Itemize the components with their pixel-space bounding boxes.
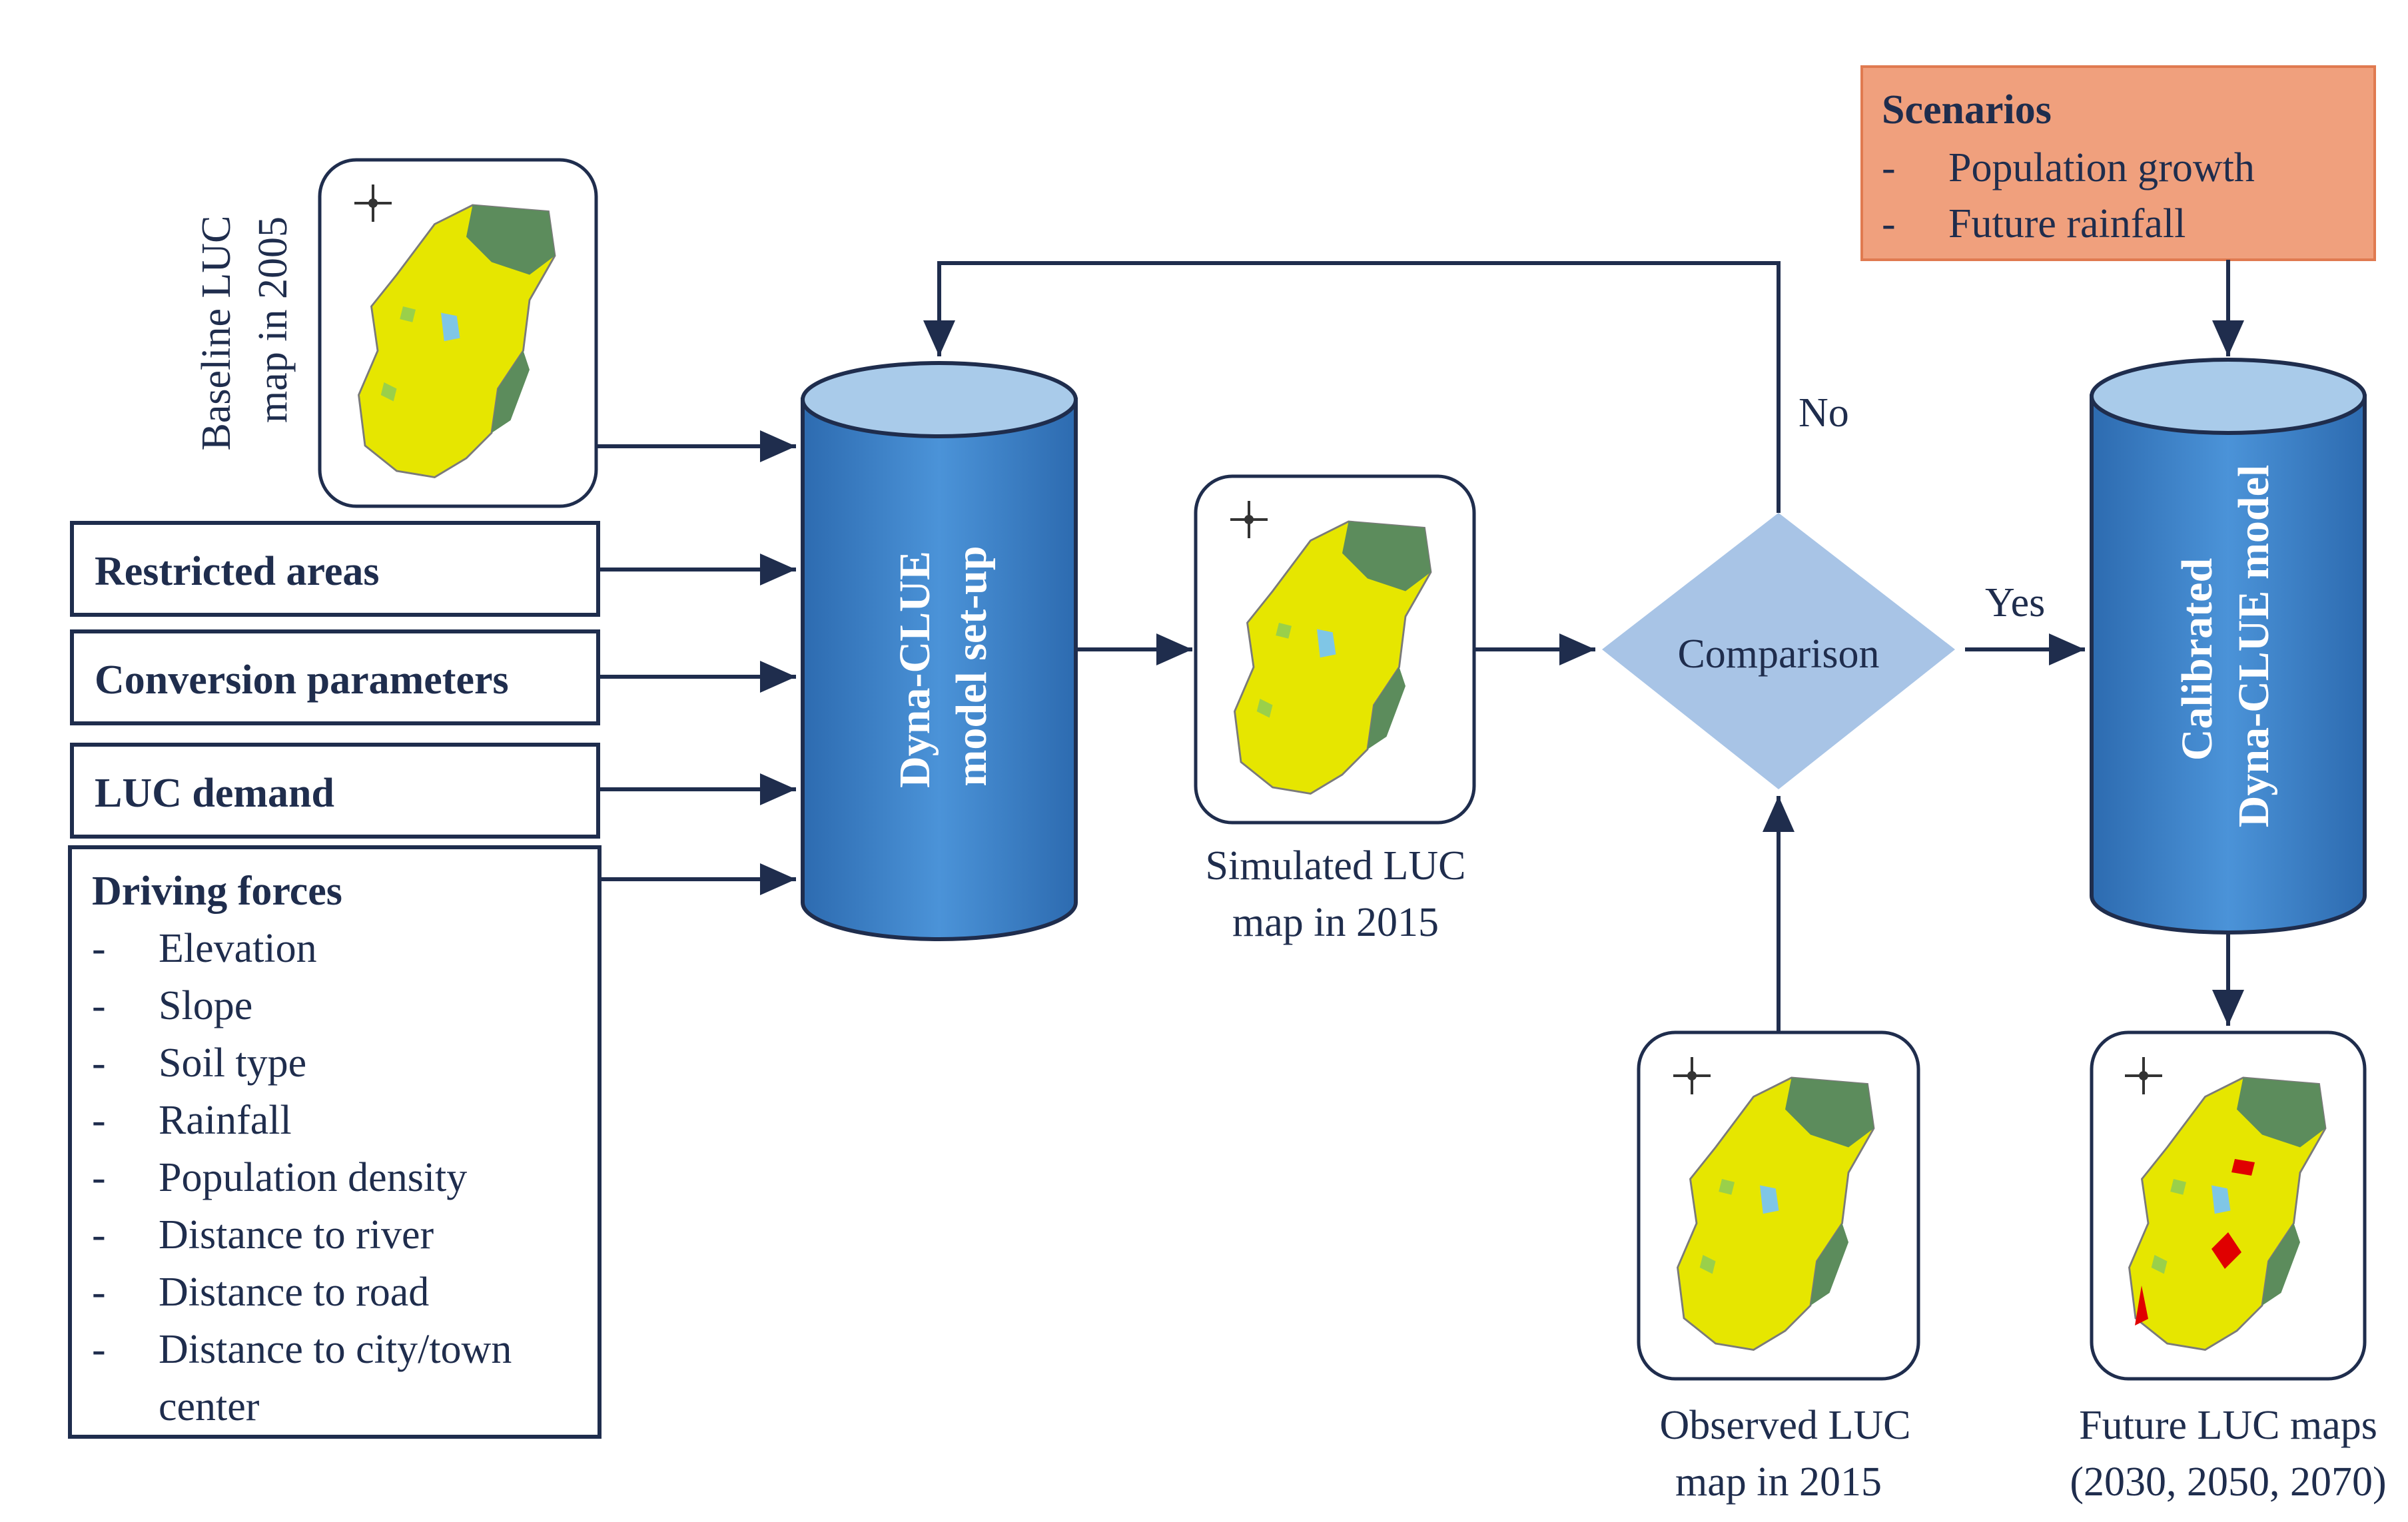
scenario-dash-2: - [1882, 201, 1896, 246]
scenario-item-rainfall: Future rainfall [1948, 201, 2186, 246]
future-label-line2: (2030, 2050, 2070) [2070, 1459, 2386, 1505]
driving-force-item: center [159, 1384, 260, 1429]
driving-force-item: Distance to city/town [159, 1327, 512, 1372]
driving-force-dash: - [92, 926, 106, 971]
driving-force-dash: - [92, 1040, 106, 1086]
comparison-decision: Comparison [1602, 513, 1955, 789]
yes-label: Yes [1985, 580, 2045, 625]
no-label: No [1799, 390, 1849, 436]
calibrated-label-line1: Calibrated [2173, 558, 2221, 761]
restricted-areas-label: Restricted areas [95, 549, 380, 594]
simulated-map-thumbnail [1194, 474, 1476, 825]
driving-force-dash: - [92, 1327, 106, 1372]
scenarios-title: Scenarios [1882, 87, 2052, 133]
arrow-no-feedback-loop [923, 261, 1781, 513]
model-setup-cylinder: Dyna-CLUE model set-up [801, 361, 1078, 941]
simulated-label-line2: map in 2015 [1232, 900, 1439, 945]
future-label-line1: Future LUC maps [2079, 1403, 2377, 1448]
comparison-label: Comparison [1677, 631, 1879, 677]
scenario-dash-1: - [1882, 145, 1896, 190]
driving-force-item: Population density [159, 1155, 467, 1200]
driving-forces-list: - Elevation - Slope - Soil type - Rainfall - Popu… [92, 926, 512, 1429]
baseline-map-thumbnail [318, 158, 598, 508]
driving-forces-box: Driving forces - Elevation - Slope - Soil typ… [68, 845, 602, 1439]
baseline-label-line1: Baseline LUC [194, 216, 239, 451]
scenario-item-population: Population growth [1948, 145, 2255, 190]
conversion-parameters-box: Conversion parameters [70, 629, 600, 725]
restricted-areas-box: Restricted areas [70, 521, 600, 617]
simulated-label-line1: Simulated LUC [1206, 843, 1466, 889]
conversion-parameters-label: Conversion parameters [95, 657, 509, 703]
driving-force-item: Elevation [159, 926, 317, 971]
driving-force-item: Rainfall [159, 1098, 292, 1143]
driving-force-item: Distance to river [159, 1212, 434, 1258]
driving-force-dash: - [92, 1098, 106, 1143]
calibrated-label-line2: Dyna-CLUE model [2229, 465, 2278, 828]
luc-demand-label: LUC demand [95, 771, 334, 816]
driving-force-item: Slope [159, 983, 252, 1028]
driving-force-item: Distance to road [159, 1270, 429, 1315]
model-setup-label-line1: Dyna-CLUE [891, 551, 939, 788]
calibrated-model-cylinder: Calibrated Dyna-CLUE model [2090, 358, 2367, 935]
baseline-label-line2: map in 2005 [250, 216, 296, 423]
scenarios-box: Scenarios - Population growth - Future r… [1860, 65, 2376, 261]
driving-force-dash: - [92, 983, 106, 1028]
driving-force-dash: - [92, 1212, 106, 1258]
future-map-thumbnail [2090, 1030, 2367, 1381]
luc-demand-box: LUC demand [70, 743, 600, 839]
observed-label-line1: Observed LUC [1659, 1403, 1910, 1448]
driving-force-item: Soil type [159, 1040, 306, 1086]
driving-force-dash: - [92, 1155, 106, 1200]
model-setup-label-line2: model set-up [947, 546, 996, 786]
observed-label-line2: map in 2015 [1675, 1459, 1882, 1505]
driving-forces-title: Driving forces [92, 869, 342, 914]
observed-map-thumbnail [1637, 1030, 1920, 1381]
driving-force-dash: - [92, 1270, 106, 1315]
